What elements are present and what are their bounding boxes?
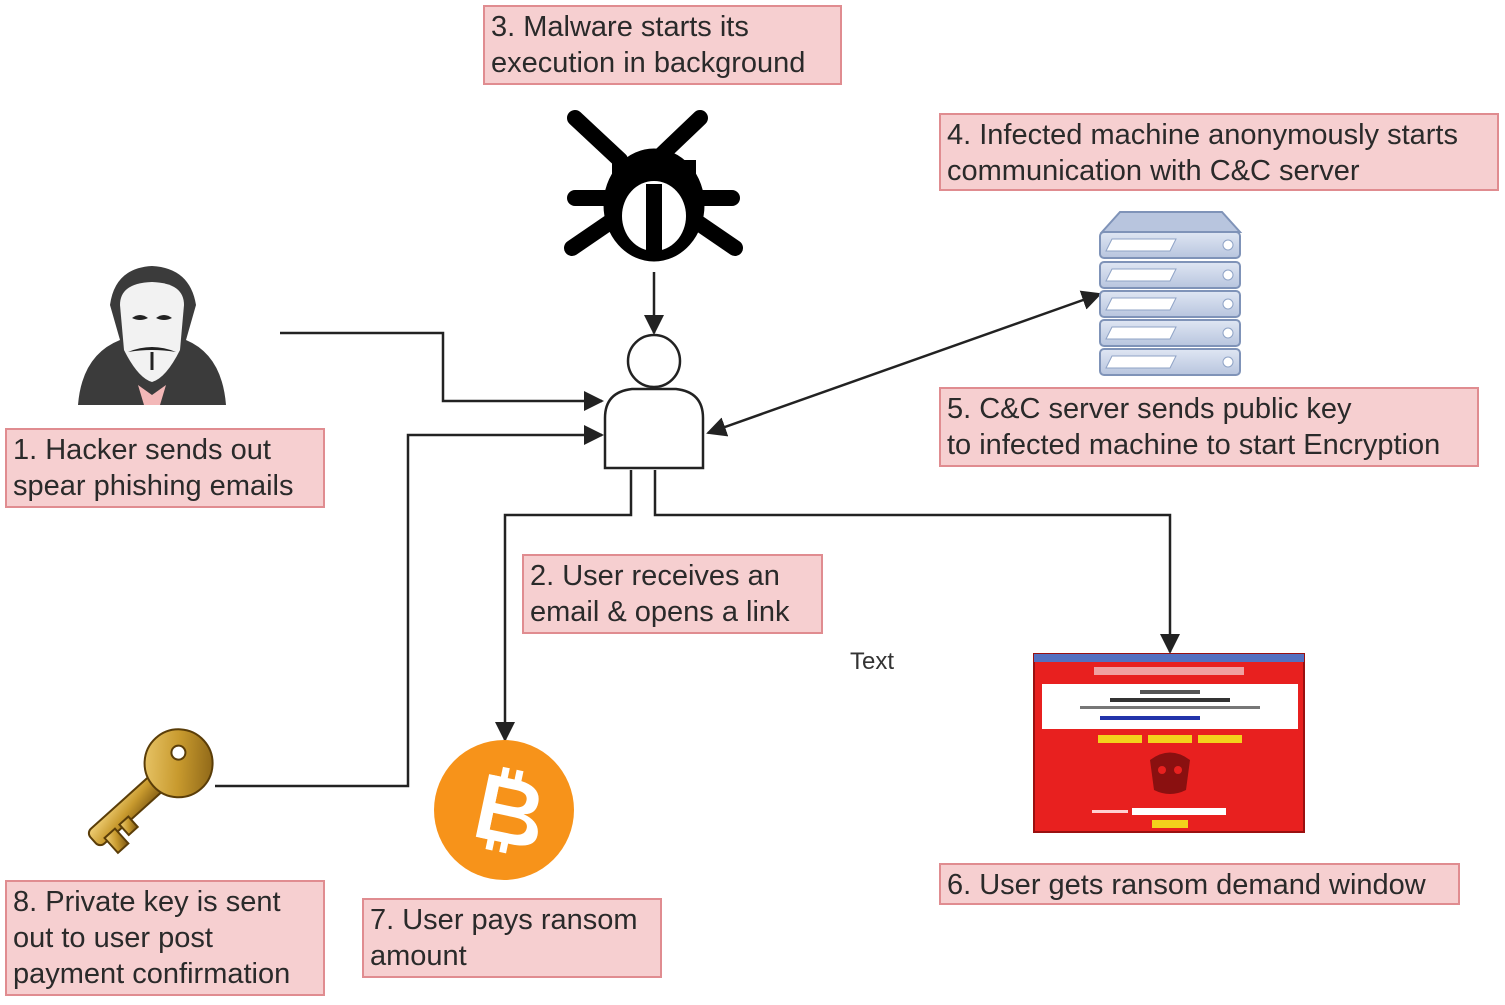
user-icon: [603, 333, 705, 470]
step-5-label: 5. C&C server sends public key to infect…: [939, 387, 1479, 467]
step-4-line-1: 4. Infected machine anonymously starts: [947, 119, 1458, 151]
key-icon: [87, 728, 214, 855]
ransom-window-icon: [1033, 653, 1305, 833]
bug-icon: [564, 110, 743, 262]
step-2-line-2: email & opens a link: [530, 596, 790, 628]
step-4-line-2: communication with C&C server: [947, 155, 1360, 187]
step-2-label: 2. User receives an email & opens a link: [522, 554, 823, 634]
step-8-label: 8. Private key is sent out to user post …: [5, 880, 325, 996]
arrow-user-server-bidirectional: [706, 290, 1102, 437]
step-4-label: 4. Infected machine anonymously starts c…: [939, 113, 1499, 191]
step-6-line-1: 6. User gets ransom demand window: [947, 869, 1426, 901]
arrow-hacker-to-user: [280, 331, 604, 411]
hacker-icon: [78, 266, 226, 405]
step-5-line-2: to infected machine to start Encryption: [947, 429, 1441, 461]
step-6-label: 6. User gets ransom demand window: [939, 863, 1460, 905]
arrow-key-to-user: [215, 425, 604, 788]
step-7-line-2: amount: [370, 940, 467, 972]
step-3-line-1: 3. Malware starts its: [491, 11, 749, 43]
step-1-line-1: 1. Hacker sends out: [13, 434, 271, 466]
step-1-line-2: spear phishing emails: [13, 470, 294, 502]
server-icon: [1099, 211, 1243, 376]
connectors: [215, 272, 1180, 788]
step-1-label: 1. Hacker sends out spear phishing email…: [5, 428, 325, 508]
step-2-line-1: 2. User receives an: [530, 560, 780, 592]
stray-text-label: Text: [850, 648, 895, 675]
step-8-line-2: out to user post: [13, 922, 213, 954]
step-5-line-1: 5. C&C server sends public key: [947, 393, 1352, 425]
step-3-label: 3. Malware starts its execution in backg…: [483, 5, 842, 85]
step-7-line-1: 7. User pays ransom: [370, 904, 638, 936]
arrow-user-to-bitcoin: [495, 470, 633, 742]
bitcoin-icon: [434, 740, 574, 880]
step-8-line-3: payment confirmation: [13, 958, 291, 990]
arrow-user-to-ransom-window: [653, 470, 1180, 654]
step-8-line-1: 8. Private key is sent: [13, 886, 281, 918]
step-3-line-2: execution in background: [491, 47, 806, 79]
step-7-label: 7. User pays ransom amount: [362, 898, 662, 978]
